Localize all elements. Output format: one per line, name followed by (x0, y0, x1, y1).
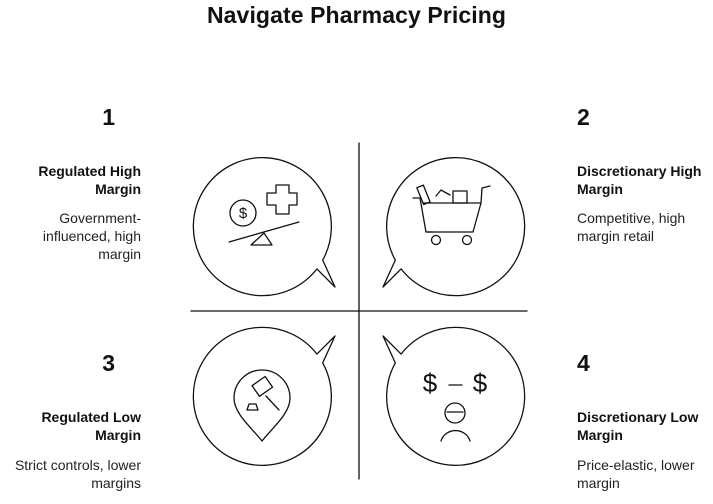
quadrant-2-number: 2 (577, 104, 590, 130)
quadrant-1-heading: Regulated High Margin (38, 163, 141, 197)
gavel-location-pin-icon (233, 369, 291, 442)
dollar-sign-right-glyph: $ (473, 368, 488, 398)
quadrant-3-number: 3 (102, 350, 115, 376)
dollar-sign-glyph: $ (239, 205, 248, 222)
quadrant-2-description: Competitive, high margin retail (577, 210, 686, 244)
speech-bubble-4 (382, 326, 526, 467)
quadrant-3-description: Strict controls, lower margins (14, 457, 141, 491)
speech-bubble-3 (192, 326, 336, 467)
shopping-cart-icon (412, 184, 491, 246)
quadrant-3-heading: Regulated Low Margin (41, 409, 141, 443)
quadrant-4-number: 4 (577, 350, 590, 376)
quadrant-2-heading: Discretionary High Margin (577, 163, 702, 197)
quadrant-1-description: Government-influenced, high margin (42, 210, 141, 262)
page-title: Navigate Pharmacy Pricing (206, 2, 507, 28)
speech-bubble-2 (382, 156, 526, 297)
speech-bubble-1 (192, 156, 336, 297)
dollar-scale-medical-cross-icon (228, 184, 300, 246)
quadrant-1-number: 1 (102, 104, 115, 130)
person-dollar-comparison-icon (440, 384, 471, 442)
quadrant-4-description: Price-elastic, lower margin (577, 457, 695, 491)
dollar-sign-left-glyph: $ (423, 368, 438, 398)
quadrant-4-heading: Discretionary Low Margin (577, 409, 699, 443)
